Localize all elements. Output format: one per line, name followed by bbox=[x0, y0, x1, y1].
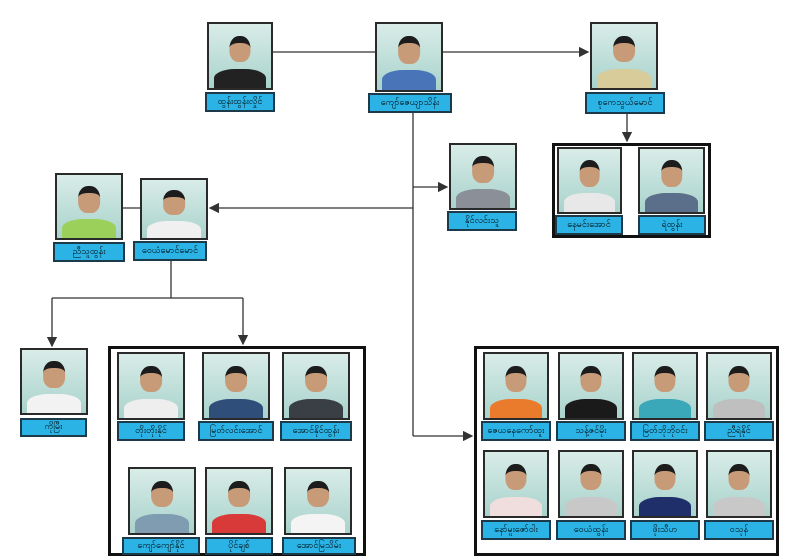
person-photo-p22 bbox=[632, 450, 698, 518]
person-photo-p4 bbox=[557, 147, 622, 214]
person-photo-p18 bbox=[632, 352, 698, 420]
head bbox=[151, 480, 173, 508]
shirt bbox=[638, 398, 692, 418]
person-name-label: ထွန်းထွန်းလှိုင် bbox=[205, 92, 275, 112]
person-photo-p6 bbox=[449, 143, 517, 210]
person-photo-p12 bbox=[282, 352, 350, 420]
shirt bbox=[209, 398, 263, 418]
head bbox=[660, 160, 683, 187]
person-photo-p19 bbox=[706, 352, 772, 420]
head bbox=[654, 463, 676, 491]
person-name-label: ညီသူထွန်း bbox=[53, 242, 125, 262]
head bbox=[580, 365, 602, 393]
person-photo-p15 bbox=[284, 467, 352, 535]
person-photo-p11 bbox=[202, 352, 270, 420]
shirt bbox=[489, 398, 543, 418]
head bbox=[78, 186, 100, 213]
person-photo-p7 bbox=[55, 173, 123, 240]
person-name-label: ဝေယံမောင်မောင် bbox=[133, 241, 207, 261]
head bbox=[472, 156, 494, 183]
shirt bbox=[456, 189, 510, 208]
head bbox=[579, 160, 600, 187]
person-photo-p17 bbox=[558, 352, 624, 420]
person-name-label: ဇေယနေကော်ထူး bbox=[481, 421, 551, 441]
head bbox=[505, 365, 527, 393]
head bbox=[580, 463, 602, 491]
person-name-label: ကိုမြီး bbox=[20, 418, 87, 437]
shirt bbox=[382, 70, 436, 90]
shirt bbox=[213, 68, 267, 88]
person-name-label: အောင်နိုင်ထွန်း bbox=[280, 421, 352, 441]
person-photo-p21 bbox=[558, 450, 624, 518]
shirt bbox=[291, 513, 345, 533]
shirt bbox=[645, 193, 698, 212]
person-photo-p16 bbox=[483, 352, 549, 420]
person-photo-p8 bbox=[140, 178, 208, 240]
shirt bbox=[135, 513, 189, 533]
shirt bbox=[597, 68, 651, 88]
head bbox=[728, 365, 750, 393]
person-name-label: စုကေသွယ်မောင် bbox=[585, 92, 665, 114]
person-name-label: ညီရဲနိုင် bbox=[704, 421, 774, 441]
person-name-label: ဝေယံထွန်း bbox=[556, 520, 626, 540]
head bbox=[728, 463, 750, 491]
head bbox=[613, 35, 635, 63]
person-name-label: ဖိုးသီဟ bbox=[630, 520, 700, 540]
shirt bbox=[712, 398, 766, 418]
head bbox=[654, 365, 676, 393]
person-name-label: အောင်မြသိမ်း bbox=[282, 537, 356, 555]
person-name-label: နော်မူးဇော်ဝါး bbox=[481, 520, 551, 540]
head bbox=[305, 365, 327, 393]
shirt bbox=[62, 219, 116, 238]
head bbox=[398, 35, 420, 64]
head bbox=[163, 190, 185, 215]
head bbox=[225, 365, 247, 393]
shirt bbox=[712, 496, 766, 516]
head bbox=[229, 35, 251, 63]
person-name-label: သန့်ဇင်မိုး bbox=[556, 421, 626, 441]
shirt bbox=[212, 513, 266, 533]
person-name-label: ဝသုန် bbox=[704, 520, 774, 540]
group-box-su-kay bbox=[552, 143, 711, 238]
person-photo-p23 bbox=[706, 450, 772, 518]
person-name-label: တိုးတိုးနိုင် bbox=[117, 421, 185, 441]
shirt bbox=[124, 398, 178, 418]
person-photo-p13 bbox=[128, 467, 196, 535]
shirt bbox=[27, 394, 81, 413]
person-name-label: ရဲထွန်း bbox=[638, 215, 706, 235]
shirt bbox=[489, 496, 543, 516]
shirt bbox=[289, 398, 343, 418]
head bbox=[140, 365, 162, 393]
person-photo-p5 bbox=[638, 147, 705, 214]
person-name-label: နေမင်းအောင် bbox=[555, 215, 623, 235]
person-name-label: ကျော်ကျော်နိုင် bbox=[122, 537, 200, 555]
person-photo-p14 bbox=[205, 467, 273, 535]
person-photo-p9 bbox=[20, 348, 88, 415]
head bbox=[228, 480, 250, 508]
person-photo-p20 bbox=[483, 450, 549, 518]
shirt bbox=[638, 496, 692, 516]
shirt bbox=[147, 220, 201, 238]
head bbox=[505, 463, 527, 491]
person-name-label: မြတ်လင်းအောင် bbox=[198, 421, 274, 441]
head bbox=[307, 480, 329, 508]
shirt bbox=[564, 496, 618, 516]
person-name-label: မြတ်ဘိုဘိုဝင်း bbox=[630, 421, 700, 441]
shirt bbox=[563, 193, 616, 212]
person-name-label: နိုင်လင်းသူ bbox=[447, 211, 517, 231]
person-photo-p1 bbox=[207, 22, 273, 90]
shirt bbox=[564, 398, 618, 418]
person-photo-p2 bbox=[375, 22, 443, 92]
person-photo-p3 bbox=[590, 22, 658, 90]
person-name-label: ပိုင်ချစ် bbox=[205, 537, 273, 555]
head bbox=[43, 361, 65, 388]
person-photo-p10 bbox=[117, 352, 185, 420]
person-name-label: ကျော်ဇေယျာသိန်း bbox=[368, 93, 452, 113]
